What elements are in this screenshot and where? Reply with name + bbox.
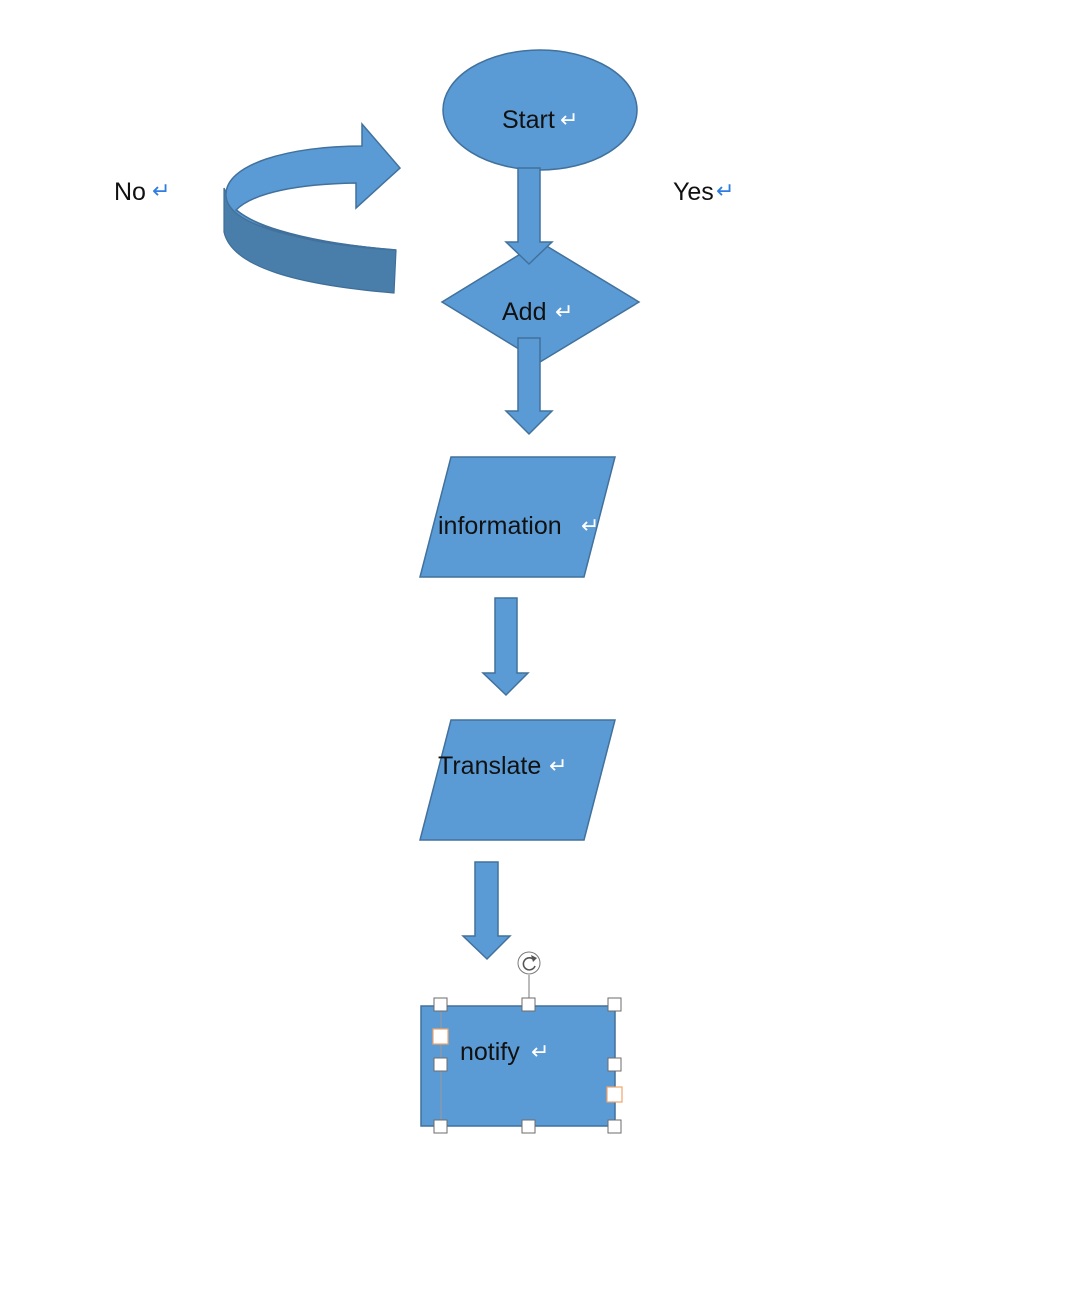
paragraph-mark: ↵: [549, 753, 567, 778]
resize-handle-top[interactable]: [521, 997, 536, 1012]
translate-label: Translate: [438, 752, 541, 780]
information-node[interactable]: [419, 456, 616, 578]
paragraph-mark: ↵: [560, 107, 578, 132]
yes-label: Yes: [673, 178, 714, 206]
start-label: Start: [502, 106, 555, 134]
no-label: No: [114, 178, 146, 206]
start-label-group: Start ↵: [502, 106, 578, 134]
resize-handle-bottom-left[interactable]: [433, 1119, 448, 1134]
translate-label-group: Translate ↵: [438, 752, 567, 780]
information-label-group: information ↵: [438, 512, 599, 540]
paragraph-mark: ↵: [555, 299, 573, 324]
paragraph-mark: ↵: [716, 178, 734, 203]
resize-handle-left[interactable]: [433, 1057, 448, 1072]
resize-handle-bottom[interactable]: [521, 1119, 536, 1134]
notify-node[interactable]: [420, 1005, 616, 1127]
yes-label-group: Yes ↵: [673, 178, 734, 206]
no-label-group: No ↵: [114, 178, 170, 206]
curved-arrow-underside: [223, 187, 397, 294]
curved-loop-arrow[interactable]: [223, 121, 402, 294]
arrow-information-to-translate[interactable]: [481, 597, 530, 697]
selection-frame: [432, 951, 623, 1134]
text-box-handle-left[interactable]: [432, 1028, 449, 1045]
resize-handle-bottom-right[interactable]: [607, 1119, 622, 1134]
information-label: information: [438, 512, 562, 540]
paragraph-mark: ↵: [531, 1039, 549, 1064]
translate-node[interactable]: [419, 719, 616, 841]
add-label-group: Add ↵: [502, 298, 573, 326]
notify-label-group: notify ↵: [460, 1038, 549, 1066]
resize-handle-right[interactable]: [607, 1057, 622, 1072]
notify-rectangle: [420, 1005, 616, 1127]
rotate-icon[interactable]: [517, 951, 541, 975]
paragraph-mark: ↵: [152, 178, 170, 203]
add-label: Add: [502, 298, 546, 326]
information-parallelogram: [419, 456, 616, 578]
arrow-start-to-add[interactable]: [504, 167, 554, 266]
resize-handle-top-right[interactable]: [607, 997, 622, 1012]
translate-parallelogram: [419, 719, 616, 841]
paragraph-mark: ↵: [581, 513, 599, 538]
arrow-translate-to-notify[interactable]: [461, 861, 512, 961]
resize-handle-top-left[interactable]: [433, 997, 448, 1012]
curved-arrow-body: [225, 121, 402, 251]
arrow-add-to-information[interactable]: [504, 337, 554, 436]
notify-label: notify: [460, 1038, 520, 1066]
text-box-handle-right[interactable]: [606, 1086, 623, 1103]
